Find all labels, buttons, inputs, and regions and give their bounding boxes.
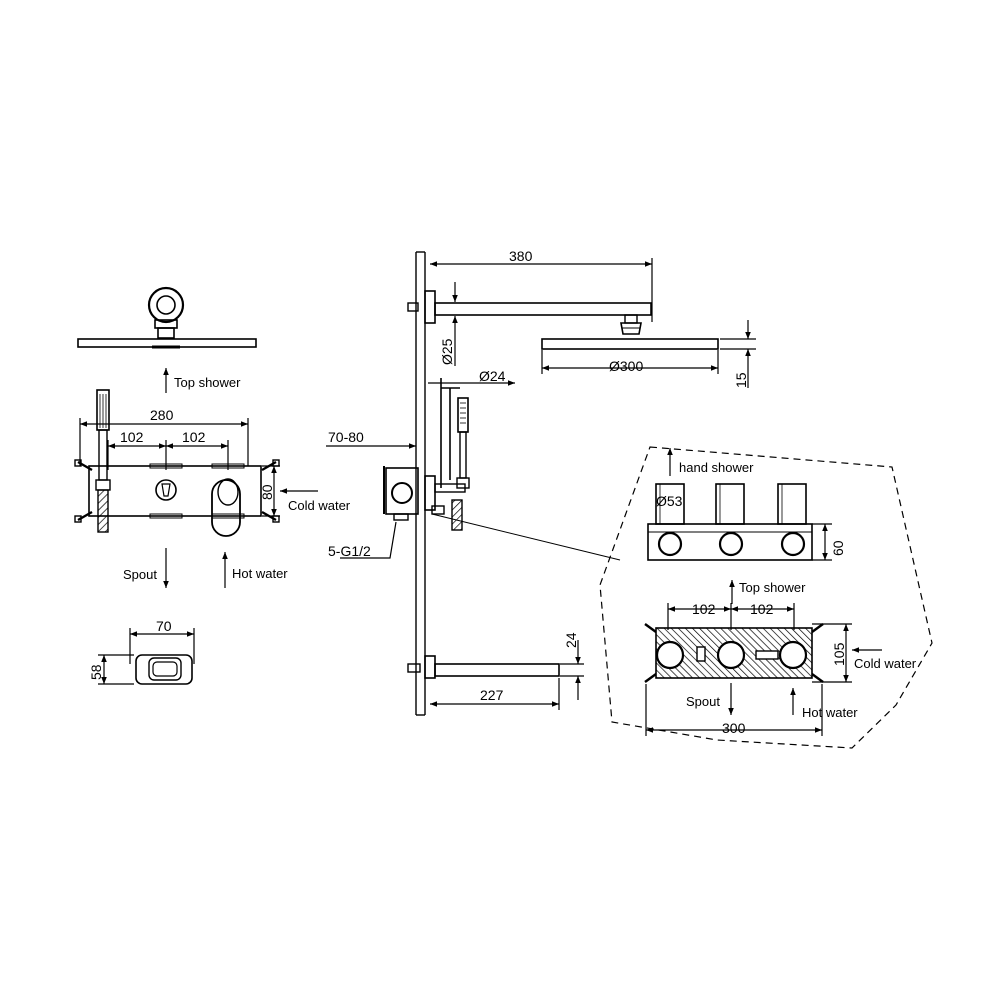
dim-hose-dia-label: Ø24	[479, 368, 506, 384]
dim-227-label: 227	[480, 687, 504, 703]
dim-60-label: 60	[830, 540, 846, 556]
spout-detail	[98, 628, 195, 685]
hand-shower-side	[428, 378, 515, 531]
dim-80-label: 80	[259, 484, 275, 500]
label-cold-water-detail: Cold water	[854, 656, 917, 671]
label-spout: Spout	[123, 567, 157, 582]
dim-300-label: 300	[722, 720, 746, 736]
valve-box-side	[326, 443, 621, 561]
shower-arm	[407, 258, 653, 366]
dim-80	[262, 465, 280, 517]
side-view	[326, 251, 756, 716]
labels: Top shower 280 102 102 80 Cold water Spo…	[88, 248, 917, 736]
thread-label: 5-G1/2	[328, 543, 371, 559]
valve-front-view	[644, 623, 824, 683]
dim-280	[79, 418, 249, 466]
dim-70-80-label: 70-80	[328, 429, 364, 445]
label-top-shower-detail: Top shower	[739, 580, 806, 595]
valve-detail	[599, 446, 933, 749]
overhead-shower	[77, 286, 257, 349]
dim-head-dia-label: Ø300	[609, 358, 643, 374]
dim-102-right-detail: 102	[750, 601, 774, 617]
front-view	[74, 286, 318, 588]
dim-58-label: 58	[88, 664, 104, 680]
label-cold-water: Cold water	[288, 498, 351, 513]
label-hand-shower: hand shower	[679, 460, 754, 475]
dim-102-left-label: 102	[120, 429, 144, 445]
dim-arm-dia-label: Ø25	[439, 338, 455, 365]
dim-280-label: 280	[150, 407, 174, 423]
dim-380-label: 380	[509, 248, 533, 264]
dim-102-left-detail: 102	[692, 601, 716, 617]
valve-top-view	[647, 483, 832, 561]
dim-24-label: 24	[563, 632, 579, 648]
dim-70-label: 70	[156, 618, 172, 634]
dim-105-label: 105	[831, 642, 847, 666]
label-top-shower: Top shower	[174, 375, 241, 390]
label-hot-water: Hot water	[232, 566, 288, 581]
hand-shower-front	[95, 389, 111, 533]
label-spout-detail: Spout	[686, 694, 720, 709]
shower-head-side	[541, 314, 756, 388]
dim-knob-dia-label: Ø53	[656, 493, 683, 509]
label-hot-water-detail: Hot water	[802, 705, 858, 720]
dim-102-102	[107, 440, 229, 470]
dim-102-right-label: 102	[182, 429, 206, 445]
tub-spout-side	[407, 640, 584, 710]
dim-15-label: 15	[733, 372, 749, 388]
trim-plate	[74, 459, 280, 537]
